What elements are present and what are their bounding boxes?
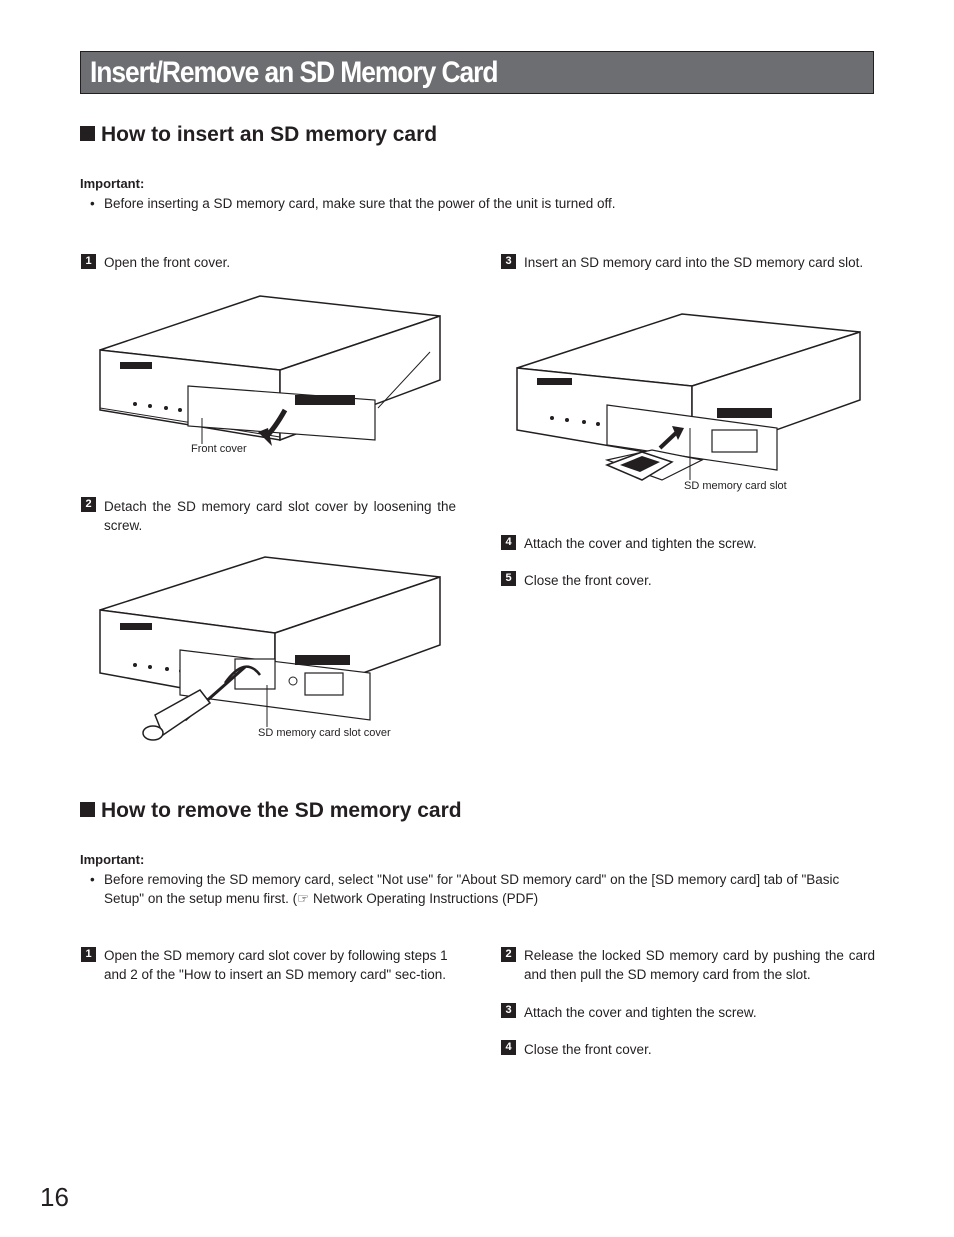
page-title: Insert/Remove an SD Memory Card bbox=[90, 56, 498, 89]
insert-step-1-text: Open the front cover. bbox=[104, 255, 231, 270]
remove-step-1-number: 1 bbox=[81, 947, 96, 962]
insert-step-4-number: 4 bbox=[501, 535, 516, 550]
front-cover-caption: Front cover bbox=[191, 443, 247, 455]
remove-step-3-number: 3 bbox=[501, 1003, 516, 1018]
remove-step-1-text: Open the SD memory card slot cover by fo… bbox=[104, 948, 448, 982]
insert-step-2-number: 2 bbox=[81, 497, 96, 512]
page-title-bar: Insert/Remove an SD Memory Card bbox=[80, 51, 874, 94]
remove-step-3-text: Attach the cover and tighten the screw. bbox=[524, 1005, 757, 1020]
insert-step-5-text: Close the front cover. bbox=[524, 573, 652, 588]
bullet-dot-icon: • bbox=[90, 872, 95, 887]
insert-important-label: Important: bbox=[80, 176, 145, 191]
remove-step-2-number: 2 bbox=[501, 947, 516, 962]
remove-section-heading: How to remove the SD memory card bbox=[80, 799, 462, 823]
heading-square-icon bbox=[80, 802, 95, 817]
insert-section-heading: How to insert an SD memory card bbox=[80, 123, 437, 147]
bullet-dot-icon: • bbox=[90, 196, 95, 211]
insert-step-1-number: 1 bbox=[81, 254, 96, 269]
page-number: 16 bbox=[40, 1182, 69, 1212]
insert-step-4-text: Attach the cover and tighten the screw. bbox=[524, 536, 757, 551]
remove-step-4-number: 4 bbox=[501, 1040, 516, 1055]
device-card-insert-illustration bbox=[516, 313, 861, 481]
insert-step-5-number: 5 bbox=[501, 571, 516, 586]
device-front-cover-illustration bbox=[99, 295, 441, 446]
insert-step-2-text: Detach the SD memory card slot cover by … bbox=[104, 499, 456, 533]
heading-square-icon bbox=[80, 126, 95, 141]
insert-step-3-text: Insert an SD memory card into the SD mem… bbox=[524, 255, 864, 270]
remove-step-4-text: Close the front cover. bbox=[524, 1042, 652, 1057]
slot-cover-caption: SD memory card slot cover bbox=[258, 727, 391, 739]
device-slot-cover-illustration bbox=[99, 556, 441, 741]
remove-important-label: Important: bbox=[80, 852, 145, 867]
card-slot-caption: SD memory card slot bbox=[684, 480, 787, 492]
insert-step-3-number: 3 bbox=[501, 254, 516, 269]
remove-step-2-text: Release the locked SD memory card by pus… bbox=[524, 948, 875, 982]
